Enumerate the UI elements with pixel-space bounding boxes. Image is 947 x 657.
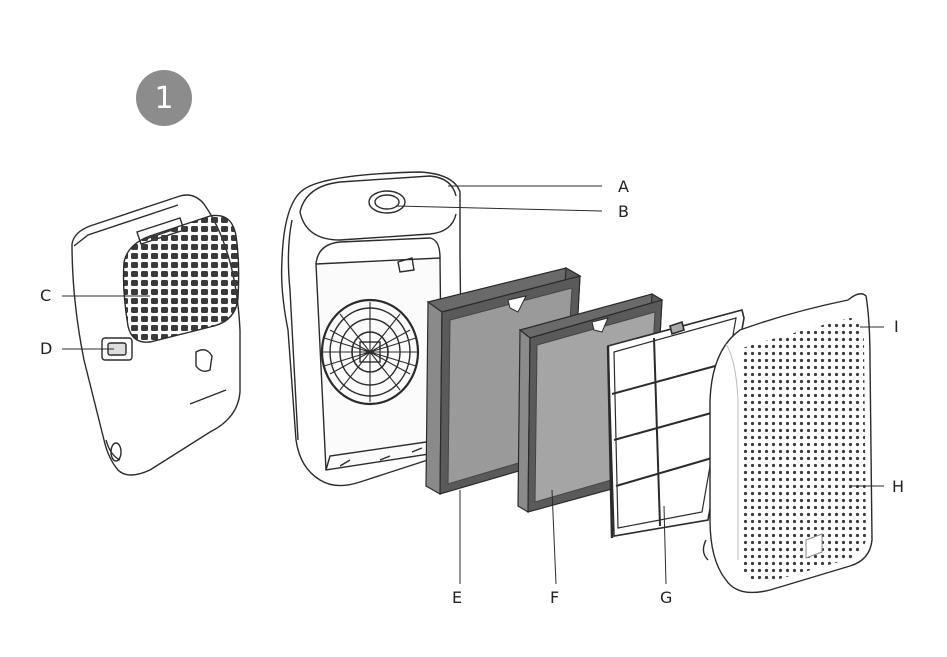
step-number-badge: 1 — [136, 70, 192, 126]
leader-f — [551, 489, 557, 585]
main-housing — [280, 171, 463, 487]
label-d: D — [40, 339, 53, 358]
leader-lines — [62, 185, 884, 585]
label-c: C — [40, 286, 52, 305]
front-cover — [702, 293, 873, 594]
label-b: B — [618, 202, 629, 221]
label-f: F — [550, 588, 560, 607]
fan — [320, 298, 420, 406]
rear-unit — [71, 194, 241, 476]
label-h: H — [892, 477, 905, 496]
leader-g — [663, 505, 667, 585]
label-a: A — [618, 177, 629, 196]
leader-b — [395, 205, 603, 212]
label-i: I — [894, 317, 899, 336]
label-g: G — [660, 588, 673, 607]
label-e: E — [452, 588, 463, 607]
step-number: 1 — [154, 80, 174, 116]
